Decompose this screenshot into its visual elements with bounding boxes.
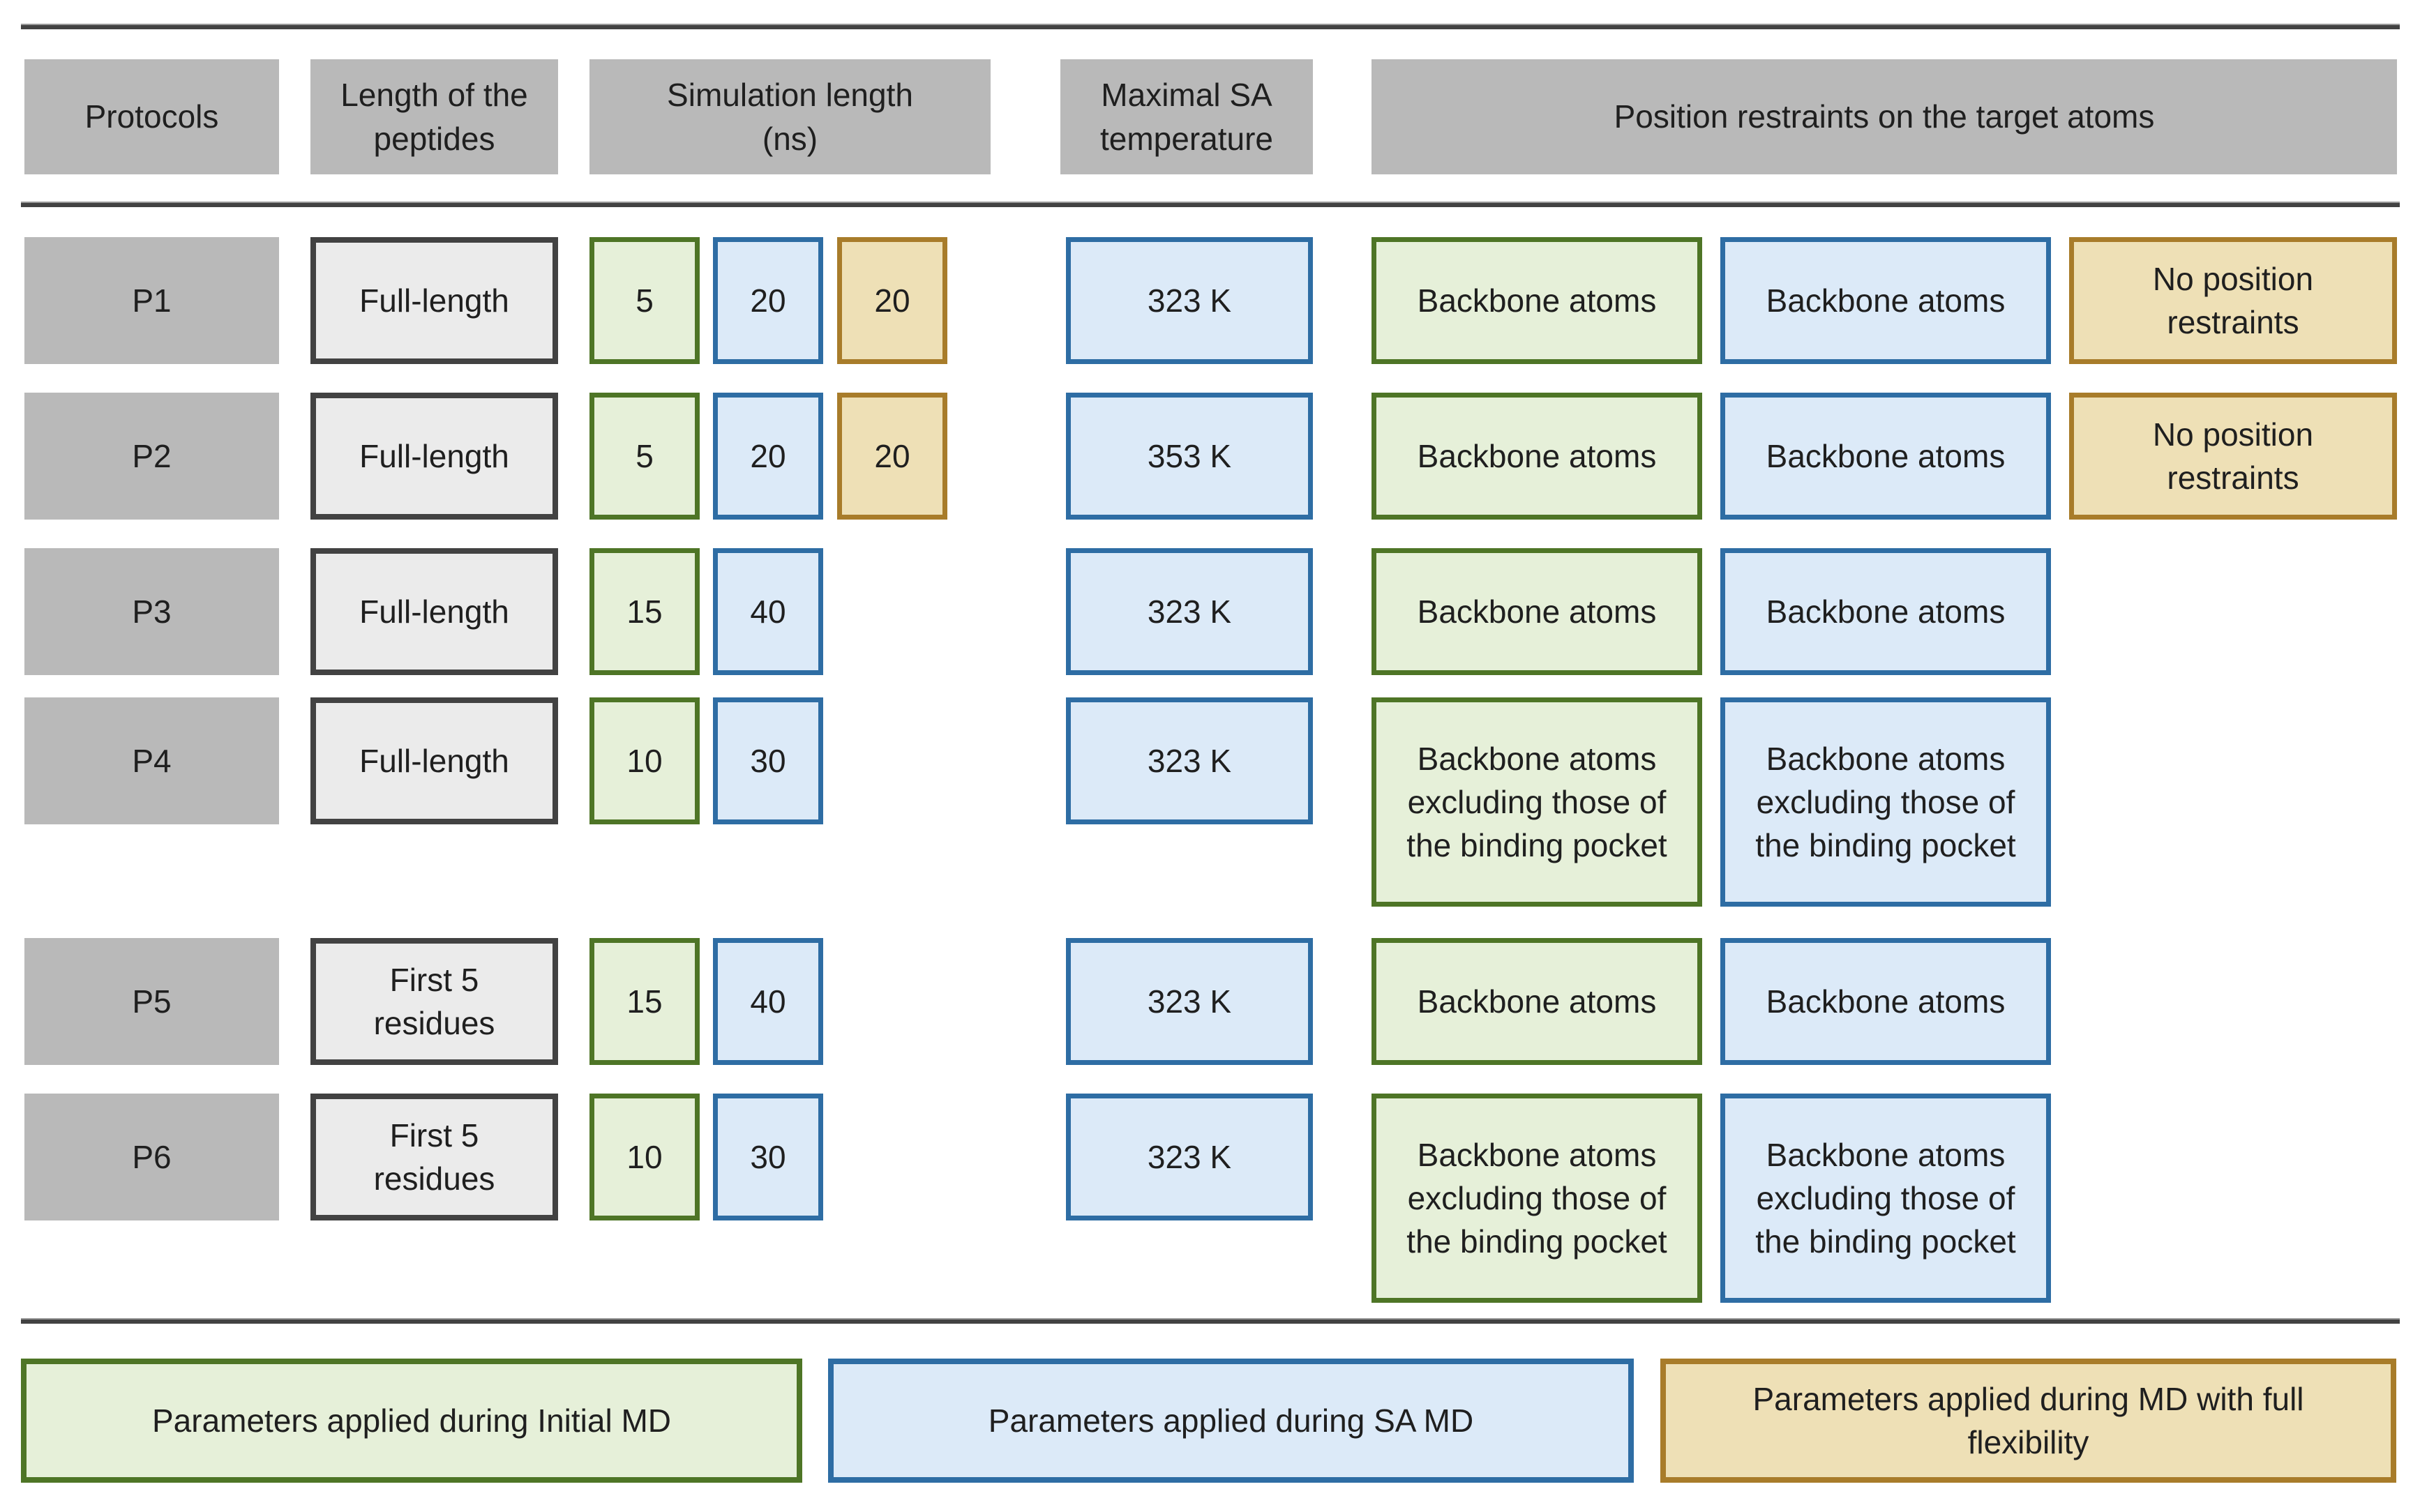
max-sa-temp-cell: 323 K [1066,697,1313,824]
sa-md-length-cell: 40 [713,938,823,1065]
peptide-length-cell: First 5 residues [310,938,558,1065]
header-max-sa-temperature-label: Maximal SA temperature [1099,77,1273,157]
legend-full-flexibility-md: Parameters applied during MD with full f… [1660,1359,2396,1483]
header-protocols: Protocols [24,59,279,174]
initial-md-length-cell: 15 [589,548,700,675]
restraint-sa-cell: Backbone atoms excluding those of the bi… [1720,697,2051,907]
restraint-sa-cell: Backbone atoms [1720,393,2051,520]
protocol-cell: P1 [24,237,279,364]
sa-md-length-cell: 20 [713,237,823,364]
max-sa-temp-cell: 323 K [1066,938,1313,1065]
header-max-sa-temperature: Maximal SA temperature [1060,59,1313,174]
max-sa-temp-cell: 353 K [1066,393,1313,520]
restraint-full-cell: No position restraints [2069,393,2397,520]
legend-initial-md-label: Parameters applied during Initial MD [151,1402,672,1439]
header-simulation-length-label: Simulation length (ns) [667,77,913,157]
sa-md-length-cell: 30 [713,697,823,824]
header-position-restraints-label: Position restraints on the target atoms [1614,98,2155,135]
initial-md-length-cell: 10 [589,1094,700,1220]
full-md-length-cell: 20 [837,237,947,364]
max-sa-temp-cell: 323 K [1066,237,1313,364]
restraint-initial-cell: Backbone atoms excluding those of the bi… [1371,697,1702,907]
restraint-initial-cell: Backbone atoms [1371,393,1702,520]
header-rule [21,202,2400,207]
peptide-length-cell: Full-length [310,548,558,675]
peptide-length-cell: Full-length [310,393,558,520]
protocol-cell: P2 [24,393,279,520]
restraint-sa-cell: Backbone atoms excluding those of the bi… [1720,1094,2051,1303]
restraint-initial-cell: Backbone atoms [1371,237,1702,364]
header-protocols-label: Protocols [84,98,219,135]
header-position-restraints: Position restraints on the target atoms [1371,59,2397,174]
top-rule [21,24,2400,29]
restraint-initial-cell: Backbone atoms excluding those of the bi… [1371,1094,1702,1303]
peptide-length-cell: Full-length [310,697,558,824]
max-sa-temp-cell: 323 K [1066,548,1313,675]
protocol-cell: P6 [24,1094,279,1220]
legend-initial-md: Parameters applied during Initial MD [21,1359,802,1483]
protocol-cell: P5 [24,938,279,1065]
restraint-sa-cell: Backbone atoms [1720,237,2051,364]
restraint-initial-cell: Backbone atoms [1371,938,1702,1065]
sa-md-length-cell: 30 [713,1094,823,1220]
initial-md-length-cell: 10 [589,697,700,824]
restraint-sa-cell: Backbone atoms [1720,938,2051,1065]
header-peptide-length-label: Length of the peptides [340,77,528,157]
full-md-length-cell: 20 [837,393,947,520]
restraint-initial-cell: Backbone atoms [1371,548,1702,675]
sa-md-length-cell: 20 [713,393,823,520]
header-peptide-length: Length of the peptides [310,59,558,174]
legend-sa-md-label: Parameters applied during SA MD [988,1402,1474,1439]
peptide-length-cell: Full-length [310,237,558,364]
protocol-cell: P4 [24,697,279,824]
peptide-length-cell: First 5 residues [310,1094,558,1220]
max-sa-temp-cell: 323 K [1066,1094,1313,1220]
initial-md-length-cell: 15 [589,938,700,1065]
restraint-sa-cell: Backbone atoms [1720,548,2051,675]
bottom-rule [21,1318,2400,1324]
header-simulation-length: Simulation length (ns) [589,59,991,174]
legend-sa-md: Parameters applied during SA MD [828,1359,1634,1483]
protocol-cell: P3 [24,548,279,675]
initial-md-length-cell: 5 [589,393,700,520]
legend-full-flexibility-md-label: Parameters applied during MD with full f… [1752,1380,2304,1460]
initial-md-length-cell: 5 [589,237,700,364]
restraint-full-cell: No position restraints [2069,237,2397,364]
sa-md-length-cell: 40 [713,548,823,675]
